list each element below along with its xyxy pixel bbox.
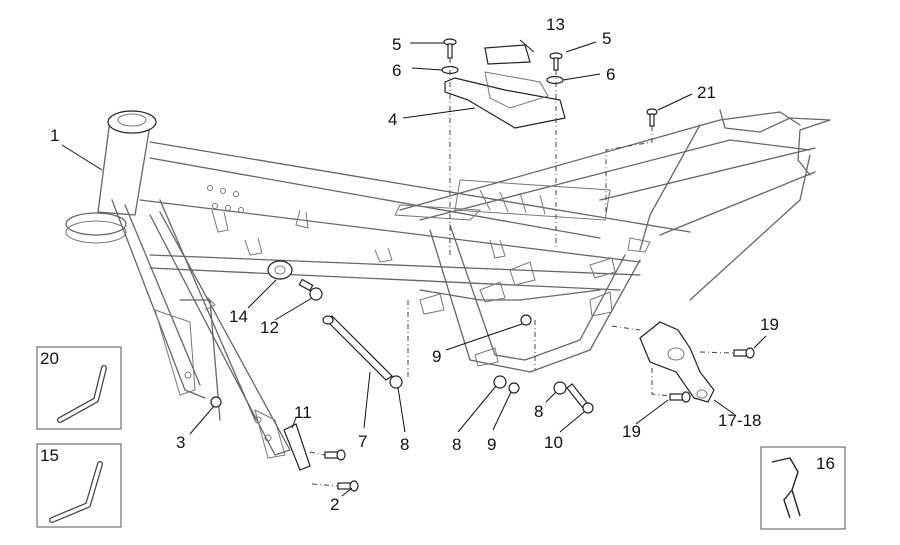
nut-part-9a (520, 314, 532, 326)
label-14: 14 (229, 307, 248, 326)
inset-part-20 (36, 346, 122, 430)
label-8-b: 8 (452, 435, 461, 454)
part-number-labels: 1 2 3 4 5 5 6 6 7 8 8 8 9 9 10 11 12 13 … (40, 15, 835, 514)
bolt-part-2b (337, 480, 359, 492)
label-12: 12 (260, 318, 279, 337)
label-15: 15 (40, 446, 59, 465)
nut-part-8c (553, 381, 567, 395)
screw-21 (646, 108, 658, 127)
motorcycle-frame (65, 109, 831, 459)
label-7: 7 (358, 432, 367, 451)
nut-part-9b (508, 382, 520, 394)
label-3: 3 (176, 433, 185, 452)
label-6-right: 6 (606, 65, 615, 84)
label-19-b: 19 (622, 422, 641, 441)
leader-lines (61, 39, 767, 497)
label-17-18: 17-18 (718, 411, 761, 430)
plate-part-17-18 (639, 321, 715, 403)
label-11: 11 (294, 403, 312, 422)
label-4: 4 (388, 110, 397, 129)
bolt-part-19b (669, 391, 691, 403)
label-13: 13 (546, 15, 565, 34)
label-20: 20 (40, 349, 59, 368)
label-16: 16 (816, 454, 835, 473)
bolt-part-3 (210, 396, 222, 408)
label-10: 10 (544, 433, 563, 452)
nut-part-8a (389, 375, 403, 389)
nut-part-8b (493, 375, 507, 389)
screw-5-left (443, 38, 457, 59)
label-5-right: 5 (602, 29, 611, 48)
bush-part-14 (267, 260, 293, 280)
bolt-part-19a (733, 347, 755, 359)
label-5-left: 5 (392, 35, 401, 54)
label-9-b: 9 (487, 435, 496, 454)
label-21: 21 (697, 83, 716, 102)
label-19-a: 19 (760, 315, 779, 334)
alignment-lines (309, 58, 735, 487)
label-1: 1 (50, 126, 59, 145)
bolt-part-2a (324, 449, 346, 461)
pad-part-13 (484, 44, 531, 65)
inset-part-15 (36, 443, 122, 528)
loose-parts (210, 38, 755, 492)
bolt-part-12 (298, 278, 323, 301)
screw-5-right (549, 52, 563, 71)
label-6-left: 6 (392, 61, 401, 80)
bracket-part-11 (283, 423, 311, 471)
label-8-c: 8 (534, 402, 543, 421)
washer-6-right (546, 75, 564, 85)
label-2: 2 (330, 495, 339, 514)
label-9-a: 9 (432, 347, 441, 366)
inset-part-16 (760, 446, 846, 530)
label-8-a: 8 (400, 435, 409, 454)
bolt-part-10 (566, 383, 594, 414)
bracket-part-4 (444, 77, 566, 129)
bolt-part-7 (322, 315, 393, 381)
